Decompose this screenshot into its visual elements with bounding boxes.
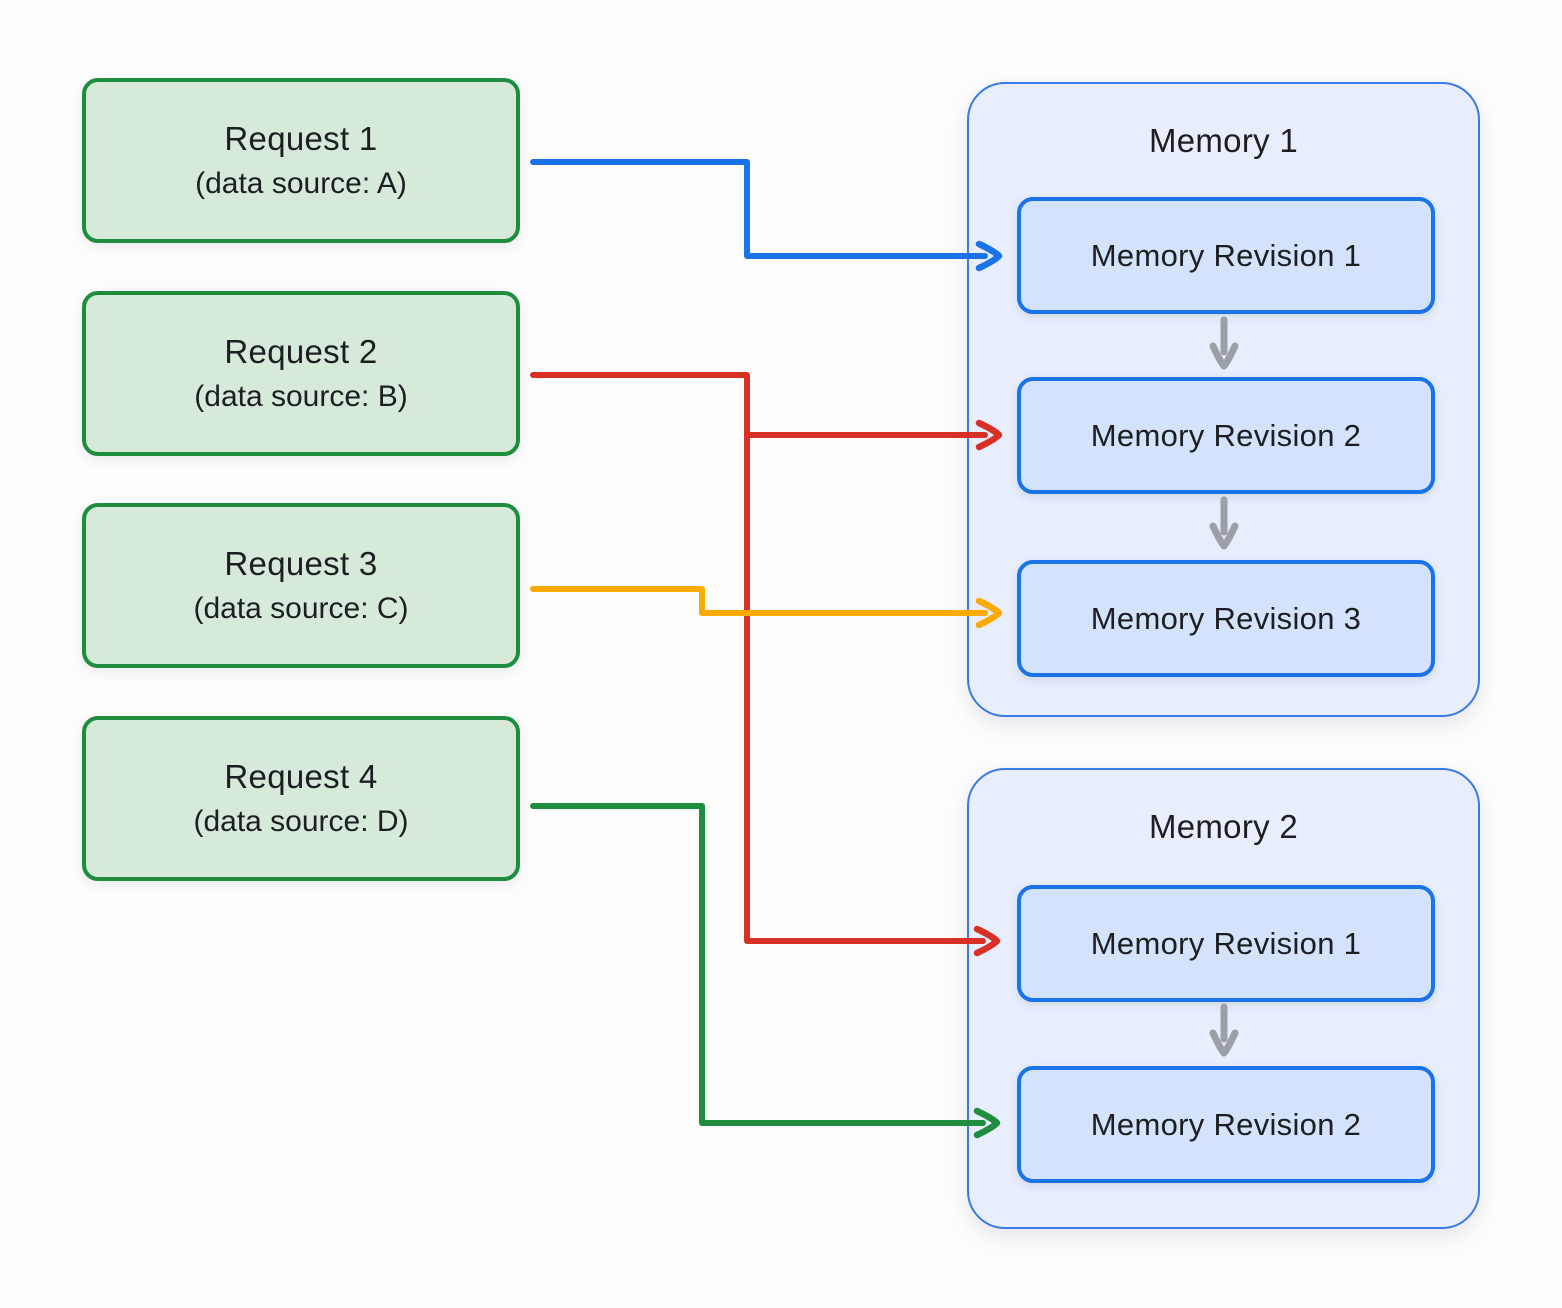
memory-1-panel: Memory 1 Memory Revision 1 Memory Revisi… (967, 82, 1480, 717)
request-2-subtitle: (data source: B) (194, 380, 408, 413)
request-2-card: Request 2 (data source: B) (82, 291, 520, 456)
arrow-request3-to-memory1-rev3 (530, 586, 1003, 629)
arrow-request1-to-memory1-rev1 (530, 159, 1003, 272)
request-3-subtitle: (data source: C) (193, 592, 409, 625)
request-4-title: Request 4 (224, 758, 378, 795)
memory-1-revision-1-box: Memory Revision 1 (1017, 197, 1435, 314)
arrow-request4-to-memory2-rev2 (530, 803, 1001, 1139)
request-1-subtitle: (data source: A) (195, 167, 407, 200)
request-3-title: Request 3 (224, 545, 378, 582)
memory-2-title: Memory 2 (1148, 808, 1299, 845)
request-4-card: Request 4 (data source: D) (82, 716, 520, 881)
arrow-request2-to-memory2-rev1 (530, 372, 1001, 957)
memory-2-revision-1-box: Memory Revision 1 (1017, 885, 1435, 1002)
memory-1-revision-3-label: Memory Revision 3 (1090, 600, 1362, 636)
request-1-title: Request 1 (224, 120, 378, 157)
memory-2-revision-2-label: Memory Revision 2 (1090, 1106, 1362, 1142)
request-3-card: Request 3 (data source: C) (82, 503, 520, 668)
memory-1-revision-3-box: Memory Revision 3 (1017, 560, 1435, 677)
request-4-subtitle: (data source: D) (193, 805, 409, 838)
memory-2-revision-2-box: Memory Revision 2 (1017, 1066, 1435, 1183)
request-1-card: Request 1 (data source: A) (82, 78, 520, 243)
memory-2-panel: Memory 2 Memory Revision 1 Memory Revisi… (967, 768, 1480, 1229)
memory-1-revision-2-box: Memory Revision 2 (1017, 377, 1435, 494)
memory-2-revision-1-label: Memory Revision 1 (1090, 925, 1362, 961)
memory-1-revision-2-label: Memory Revision 2 (1090, 417, 1362, 453)
request-2-title: Request 2 (224, 333, 378, 370)
memory-1-title: Memory 1 (1148, 122, 1299, 159)
memory-1-revision-1-label: Memory Revision 1 (1090, 237, 1362, 273)
